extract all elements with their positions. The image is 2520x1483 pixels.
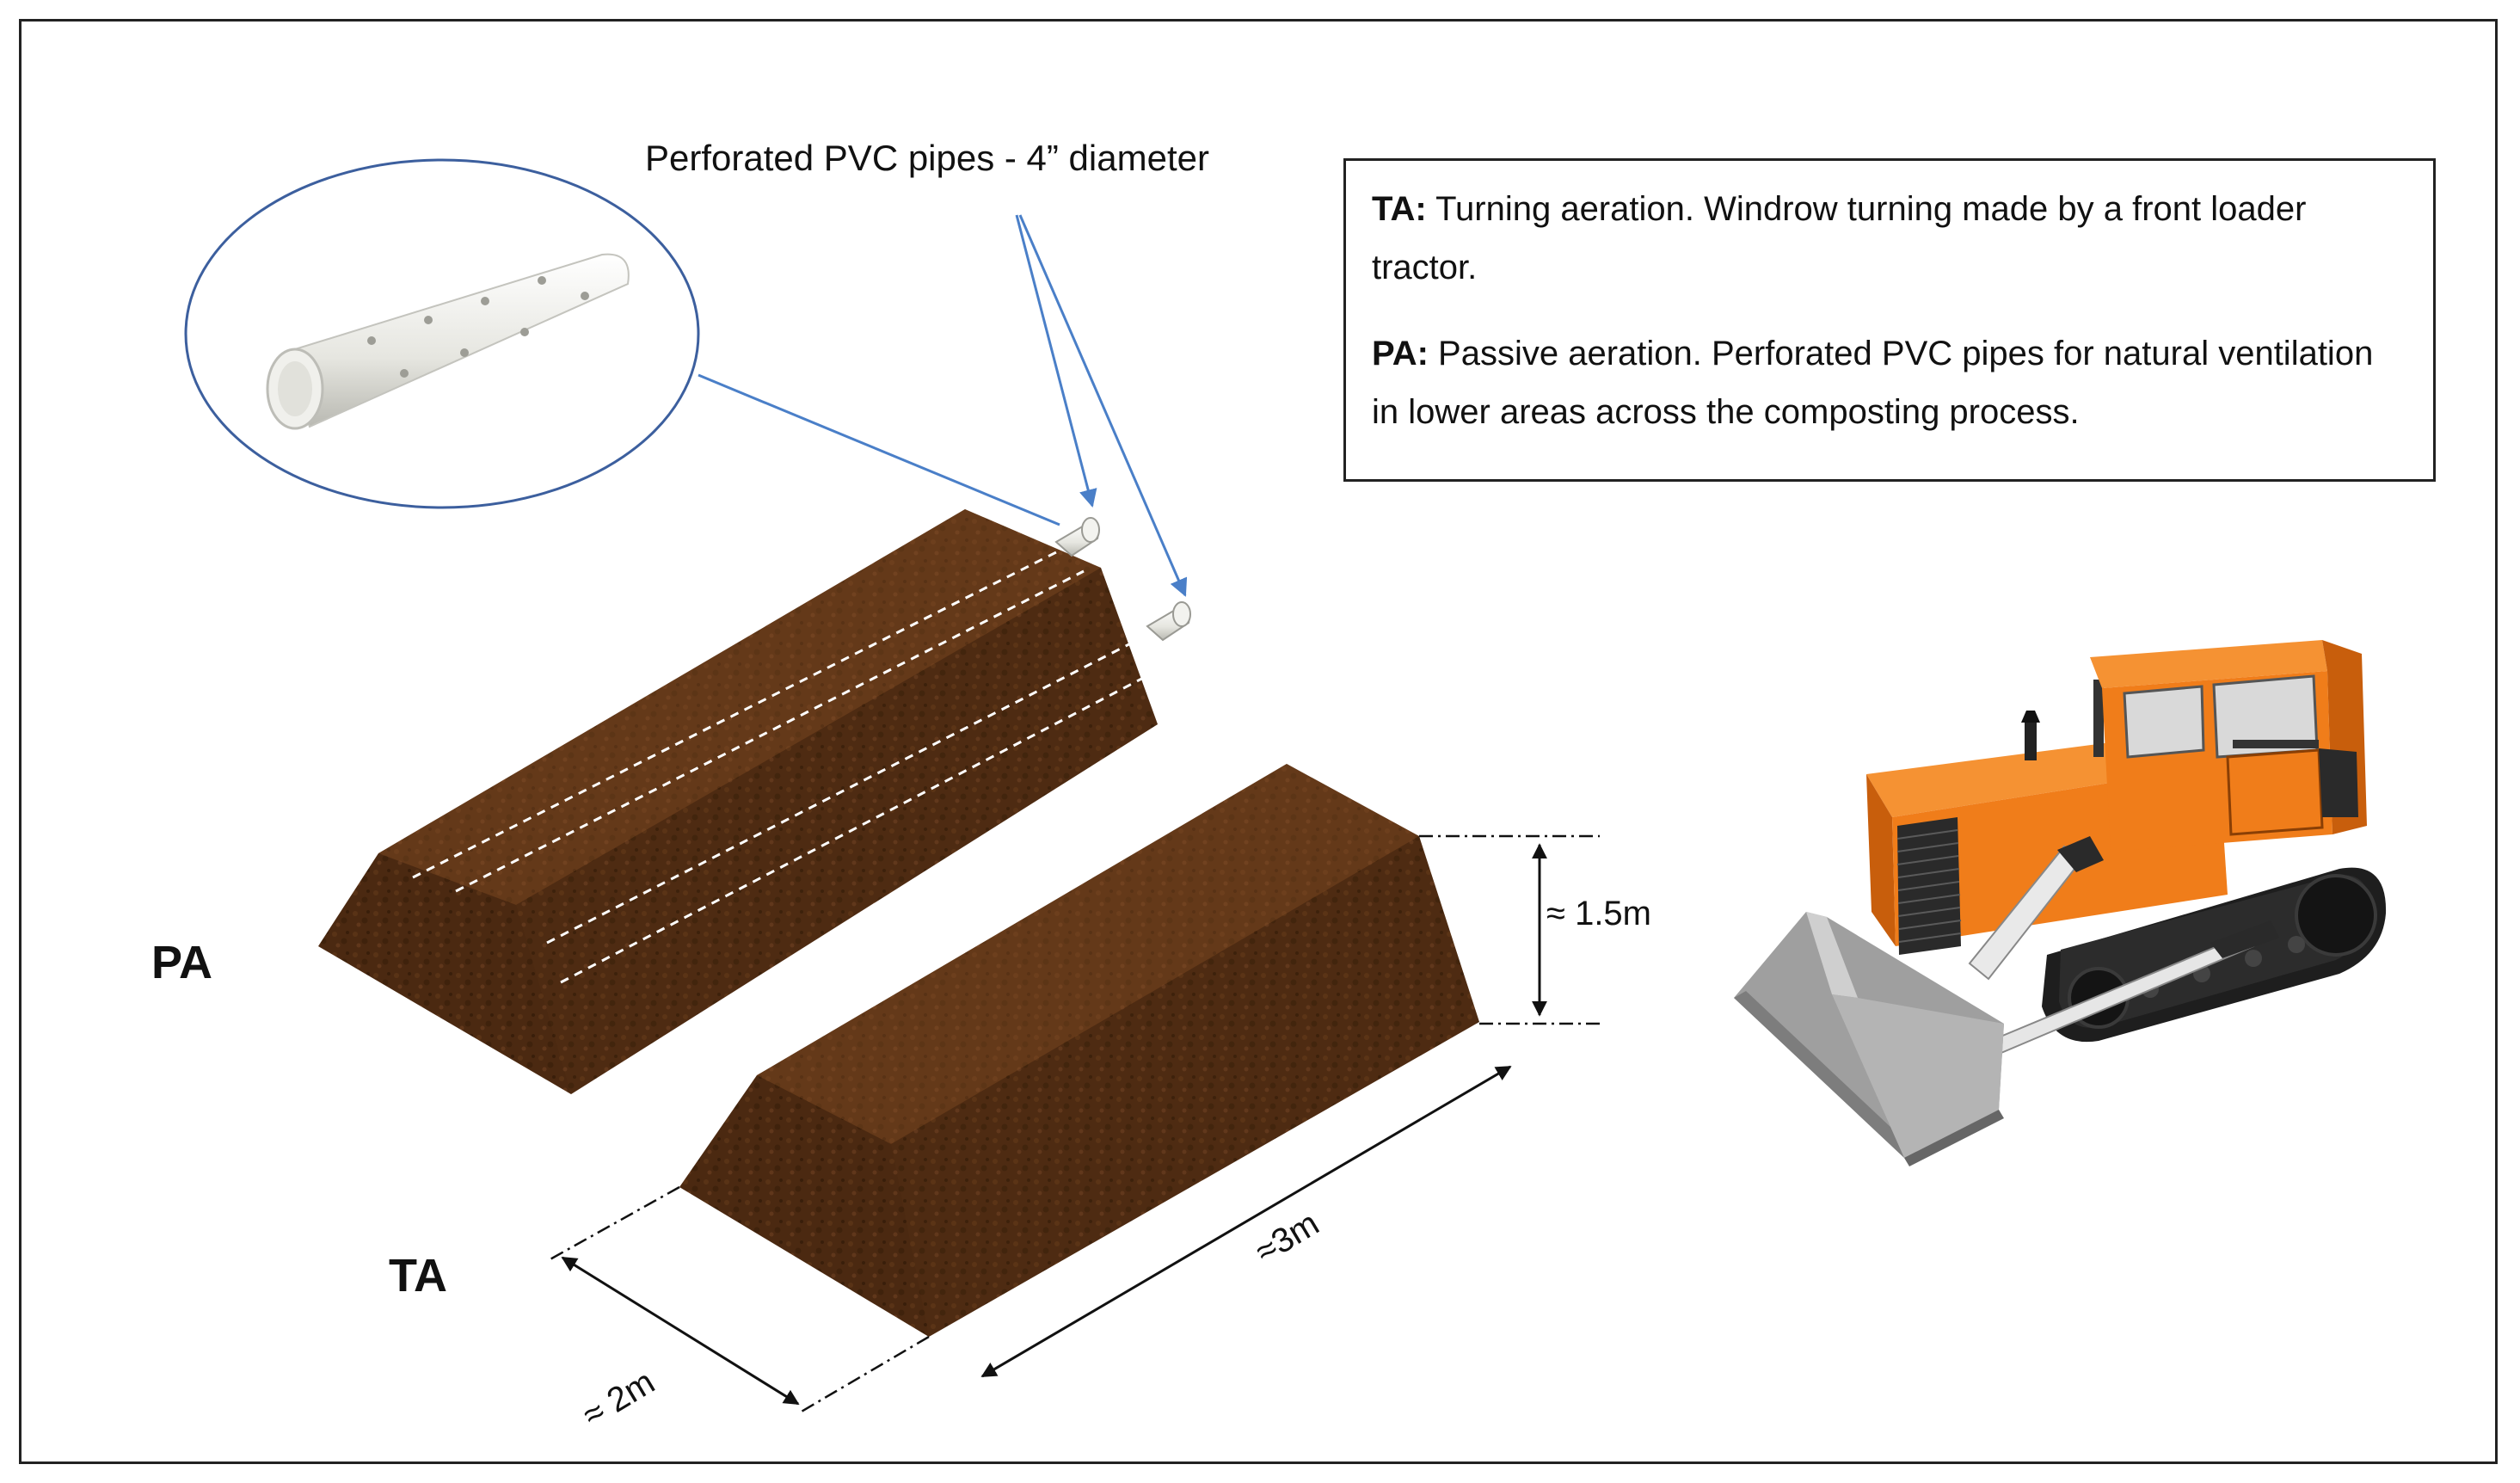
width-dimension <box>546 1185 930 1414</box>
pvc-pipe-2 <box>1146 601 1191 642</box>
windrow-label-ta: TA <box>389 1250 447 1301</box>
tractor-grille <box>1896 817 1962 955</box>
pipe-callout-arrows <box>1015 214 1188 597</box>
front-loader-tractor <box>1734 640 2387 1166</box>
windrow-label-pa: PA <box>151 937 213 988</box>
legend-key-pa: PA: <box>1372 335 1429 372</box>
height-dimension-label: ≈ 1.5m <box>1546 895 1651 932</box>
pipe-closeup-magnifier <box>184 158 1060 526</box>
legend-entry-ta: TA: Turning aeration. Windrow turning ma… <box>1372 180 2407 297</box>
cab-door <box>2226 748 2324 836</box>
legend-entry-pa: PA: Passive aeration. Perforated PVC pip… <box>1372 324 2407 441</box>
cab-window-left <box>2123 685 2205 759</box>
embedded-pipe-lines <box>412 549 1171 984</box>
figure-frame <box>19 19 2498 1464</box>
windrow-pa <box>318 509 1191 1094</box>
loader-arm <box>1968 836 2279 1056</box>
length-dimension <box>980 1065 1512 1378</box>
pipe-callout-label: Perforated PVC pipes - 4” diameter <box>645 138 1209 178</box>
exhaust-stack-icon <box>2025 721 2037 760</box>
legend-box: TA: Turning aeration. Windrow turning ma… <box>1343 158 2436 482</box>
legend-key-ta: TA: <box>1372 190 1427 228</box>
pvc-pipe-1 <box>1054 517 1100 557</box>
magnifier-connector-line <box>698 373 1060 526</box>
pvc-pipe-closeup <box>266 253 630 430</box>
tractor-cab <box>2090 640 2367 852</box>
legend-text-pa: Passive aeration. Perforated PVC pipes f… <box>1372 335 2374 431</box>
legend-text-ta: Turning aeration. Windrow turning made b… <box>1372 190 2307 286</box>
loader-bucket <box>1734 912 2004 1166</box>
height-dimension <box>1419 834 1600 1025</box>
